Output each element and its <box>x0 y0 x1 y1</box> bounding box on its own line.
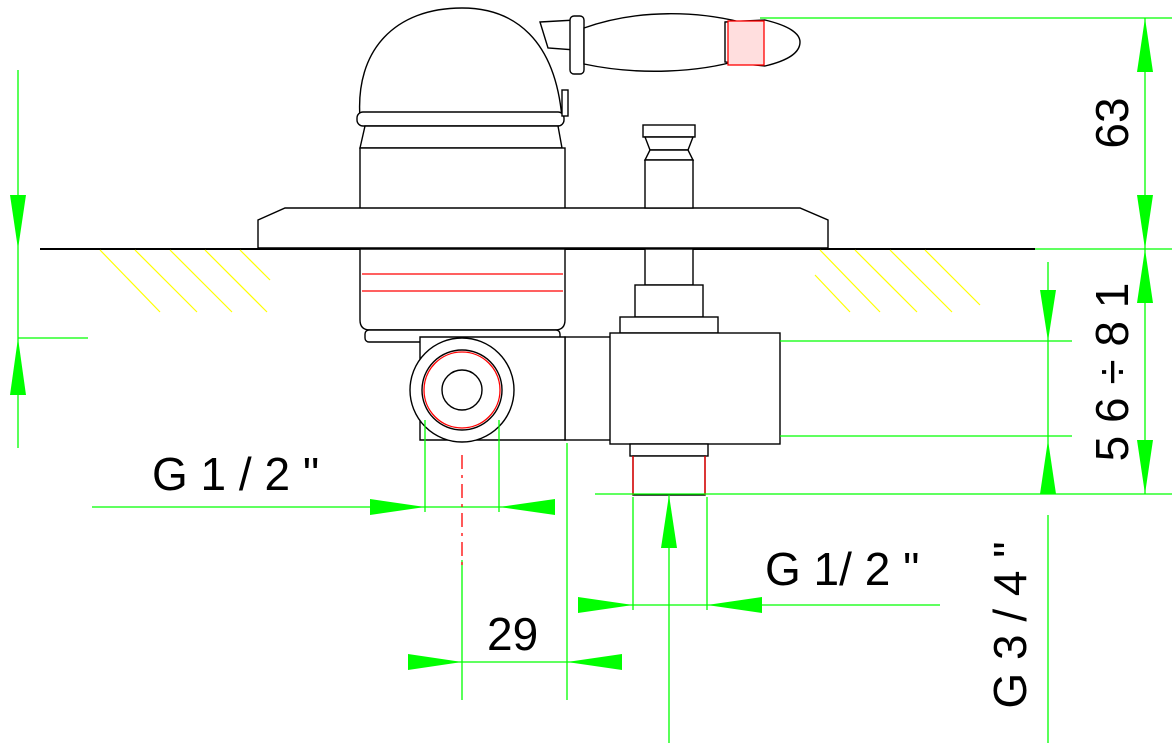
diverter-stem <box>619 124 719 334</box>
side-stub <box>561 89 569 117</box>
connector-block <box>564 336 613 441</box>
outlet-nut <box>629 443 709 457</box>
label-depth-range: 5 6 ÷ 8 1 <box>1086 283 1138 462</box>
dome-ring <box>356 111 565 127</box>
outlet-nipple <box>632 455 706 496</box>
inlet-thread-circle <box>423 351 501 429</box>
label-29: 29 <box>487 608 538 660</box>
inlet-outer <box>409 337 515 443</box>
label-63: 63 <box>1086 97 1138 148</box>
dome-cap <box>358 7 563 119</box>
label-inlet-left: G 1 / 2 " <box>152 448 319 500</box>
dimension-lines <box>10 17 1172 743</box>
wall-hatching <box>99 249 981 313</box>
upper-cylinder <box>359 147 566 211</box>
label-outlet-thread: G 3 / 4 " <box>984 541 1036 708</box>
faucet-body <box>257 7 829 496</box>
diverter-block <box>609 332 781 445</box>
label-inlet-bottom: G 1/ 2 " <box>765 543 919 595</box>
wall-plate <box>257 207 829 249</box>
lever-handle <box>539 13 801 75</box>
grip-knurl <box>727 20 765 66</box>
lower-cylinder <box>359 248 566 331</box>
dome-collar <box>359 125 563 149</box>
